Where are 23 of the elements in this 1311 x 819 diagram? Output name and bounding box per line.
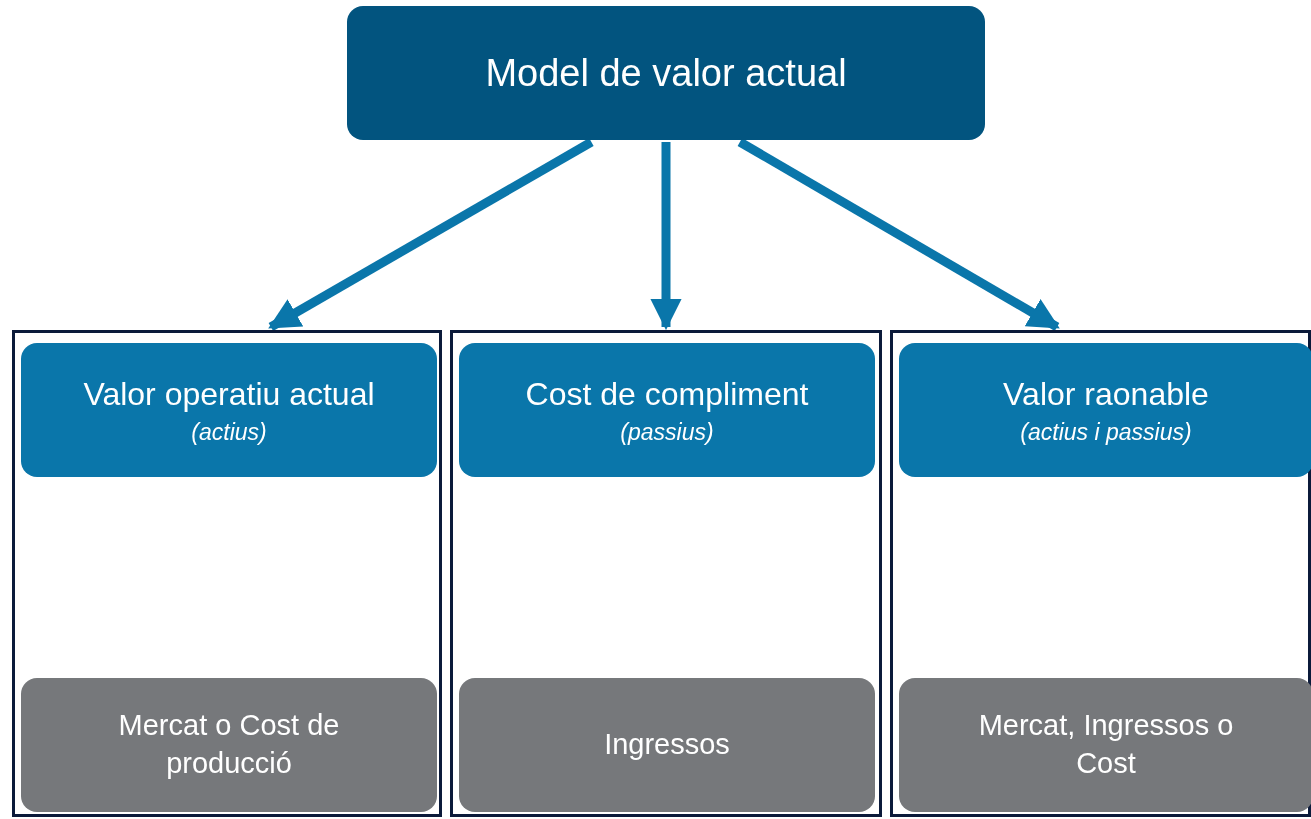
- header-box: [21, 343, 437, 477]
- column-frame: [12, 330, 442, 817]
- title-box: [347, 6, 985, 140]
- heading-text: Cost de compliment: [525, 374, 809, 414]
- method-box: [21, 678, 437, 812]
- header-box: [899, 343, 1311, 477]
- method-box: [899, 678, 1311, 812]
- arrow: [268, 138, 594, 331]
- heading-text: Mercat o Cost de producció: [117, 708, 341, 781]
- method-box: [459, 678, 875, 812]
- heading-text: Ingressos: [604, 727, 730, 763]
- subheading-text: (passius): [620, 417, 714, 447]
- heading-text: Valor raonable: [1003, 374, 1209, 414]
- arrow: [737, 138, 1060, 331]
- heading-text: Valor operatiu actual: [83, 374, 375, 414]
- subheading-text: (actius): [191, 417, 267, 447]
- subheading-text: (actius i passius): [1020, 417, 1192, 447]
- arrow: [650, 142, 682, 331]
- column-frame: [450, 330, 882, 817]
- heading-text: Mercat, Ingressos o Cost: [977, 708, 1235, 781]
- header-box: [459, 343, 875, 477]
- column-frame: [890, 330, 1311, 817]
- heading-text: Model de valor actual: [485, 50, 847, 96]
